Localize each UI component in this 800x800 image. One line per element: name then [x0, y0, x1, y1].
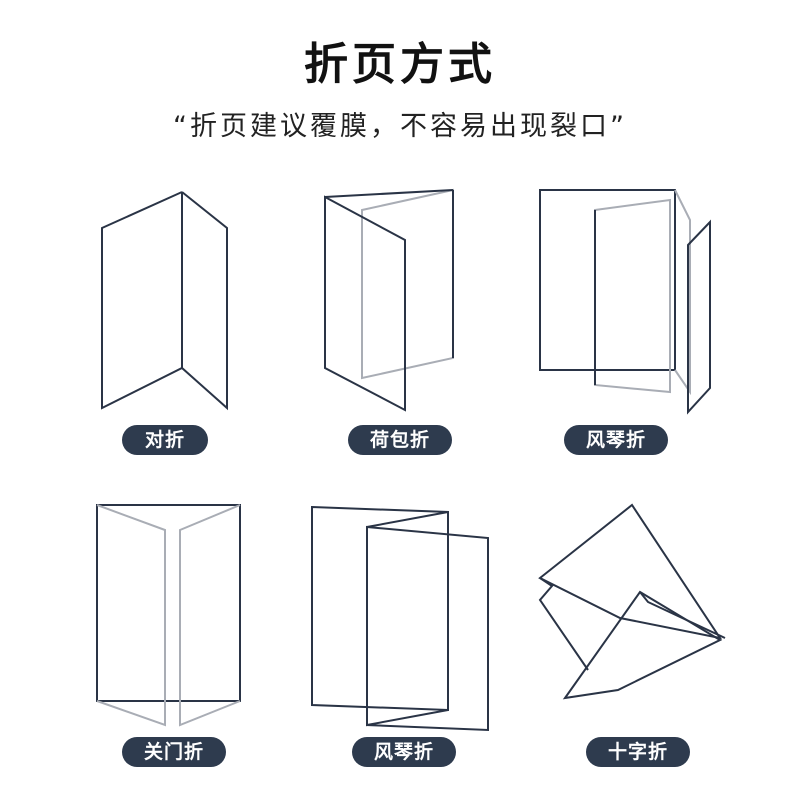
- label-accordion-fold: 风琴折: [564, 425, 668, 455]
- cross-fold-icon: [538, 503, 726, 700]
- fold-card-cross: [520, 490, 770, 790]
- page-subtitle: “折页建议覆膜，不容易出现裂口”: [173, 111, 627, 142]
- label-half-fold: 对折: [122, 425, 208, 455]
- accordion-fold-icon: [539, 189, 711, 415]
- label-accordion-fold-4panel: 风琴折: [352, 737, 456, 767]
- fold-card-accordion-4panel: [280, 490, 530, 790]
- page-title: 折页方式: [304, 39, 496, 90]
- fold-card-gate: [40, 490, 290, 790]
- fold-card-letter: [280, 170, 530, 470]
- label-cross-fold: 十字折: [586, 737, 690, 767]
- letter-fold-icon: [324, 188, 454, 412]
- fold-card-accordion: [520, 170, 770, 470]
- fold-card-half: [40, 170, 290, 470]
- accordion-fold-4panel-icon: [311, 505, 489, 732]
- label-letter-fold: 荷包折: [348, 425, 452, 455]
- half-fold-icon: [101, 191, 228, 411]
- gate-fold-icon: [96, 504, 241, 727]
- label-gate-fold: 关门折: [122, 737, 226, 767]
